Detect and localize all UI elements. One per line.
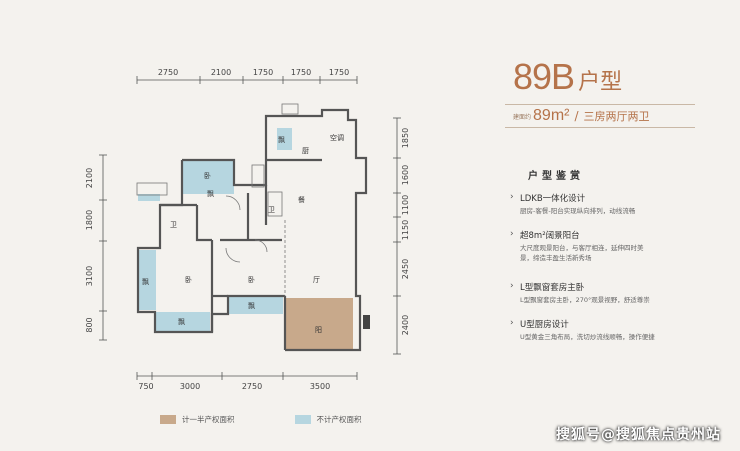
legend-swatch-none: [294, 415, 311, 424]
legend-swatch-half: [160, 415, 176, 424]
bullet-icon: ›: [510, 281, 514, 291]
watermark: 搜狐号@搜狐焦点贵州站: [556, 427, 721, 443]
no-area-fills: [138, 128, 292, 332]
feature-title: L型飘窗套房主卧: [520, 283, 585, 293]
area-separator: /: [574, 109, 579, 123]
top-dim-2: 2100: [211, 68, 231, 77]
bullet-icon: ›: [510, 229, 514, 239]
bottom-dim-4: 3500: [310, 382, 330, 391]
room-bay2: 飘: [178, 318, 185, 326]
walls: [136, 108, 368, 352]
legend: 计一半产权面积 不计产权面积: [160, 414, 362, 425]
title-row: 89B 户型: [513, 56, 622, 98]
left-dim-3: 3100: [85, 266, 94, 286]
model-name: 89B: [513, 56, 575, 97]
feature-desc: U型黄金三角布局，洗切炒流线顺畅，操作便捷: [520, 333, 655, 341]
right-dim-4: 1150: [401, 220, 410, 240]
room-kitchen: 厨: [302, 147, 309, 155]
layout-text: 三房两厅两卫: [583, 110, 650, 123]
type-label: 户型: [578, 70, 623, 95]
area-row: 建面约 89m² / 三房两厅两卫: [505, 104, 695, 128]
room-master: 卧: [185, 276, 192, 284]
room-bay4: 飘: [207, 190, 214, 198]
feature-desc: 大尺度观景阳台，与客厅相连，延伸四时美景，缔造丰盈生活新秀场: [520, 244, 644, 262]
left-dim-4: 800: [85, 317, 94, 332]
top-dim-1: 2750: [158, 68, 178, 77]
area-prefix: 建面约: [513, 113, 532, 121]
room-bay1: 飘: [142, 278, 149, 286]
left-dimension-line: [99, 154, 107, 341]
right-dim-3: 1100: [401, 195, 410, 215]
room-dining: 餐: [298, 195, 305, 204]
bottom-dimension-line: [136, 372, 358, 380]
top-dim-4: 1750: [291, 68, 311, 77]
room-bath1: 卫: [170, 221, 177, 229]
bullet-icon: ›: [510, 318, 514, 328]
right-dim-5: 2450: [401, 259, 410, 279]
right-dimension-line: [393, 117, 401, 355]
right-dim-2: 1600: [401, 165, 410, 185]
left-dim-2: 1800: [85, 210, 94, 230]
top-dim-3: 1750: [253, 68, 273, 77]
right-dim-1: 1850: [401, 128, 410, 148]
bottom-dim-3: 2750: [242, 382, 262, 391]
room-ac: 空调: [330, 133, 344, 142]
bottom-dim-1: 750: [138, 382, 153, 391]
top-dimension-line: [136, 76, 358, 84]
room-bedroom1: 卧: [204, 172, 211, 180]
room-bay3: 飘: [248, 302, 255, 310]
bullet-icon: ›: [510, 192, 514, 202]
room-bedroom2: 卧: [248, 276, 255, 284]
top-dim-5: 1750: [329, 68, 349, 77]
room-living: 厅: [313, 276, 320, 284]
column: [363, 315, 370, 329]
room-bay5: 飘: [278, 136, 285, 144]
features-heading: 户型鉴赏: [528, 171, 584, 182]
feature-desc: 厨房-客餐-阳台实现纵向排列，动线流畅: [520, 207, 636, 215]
right-dim-6: 2400: [401, 315, 410, 335]
balcony-fill: [285, 298, 353, 350]
floor-plan: 2750 2100 1750 1750 1750 750 3000 2750 3…: [85, 68, 410, 391]
room-balcony: 阳: [315, 325, 322, 334]
feature-title: U型厨房设计: [520, 320, 569, 330]
feature-title: 超8m²阔景阳台: [520, 231, 580, 241]
feature-desc: L型飘窗套房主卧，270°观景视野，舒适尊崇: [520, 296, 650, 304]
room-bath2: 卫: [268, 206, 275, 214]
legend-label-none: 不计产权面积: [316, 415, 362, 424]
legend-label-half: 计一半产权面积: [182, 415, 235, 424]
left-dim-1: 2100: [85, 168, 94, 188]
feature-title: LDKB一体化设计: [520, 194, 586, 204]
wall-thin: [136, 103, 299, 296]
area-value: 89m²: [533, 107, 570, 124]
bottom-dim-2: 3000: [180, 382, 200, 391]
